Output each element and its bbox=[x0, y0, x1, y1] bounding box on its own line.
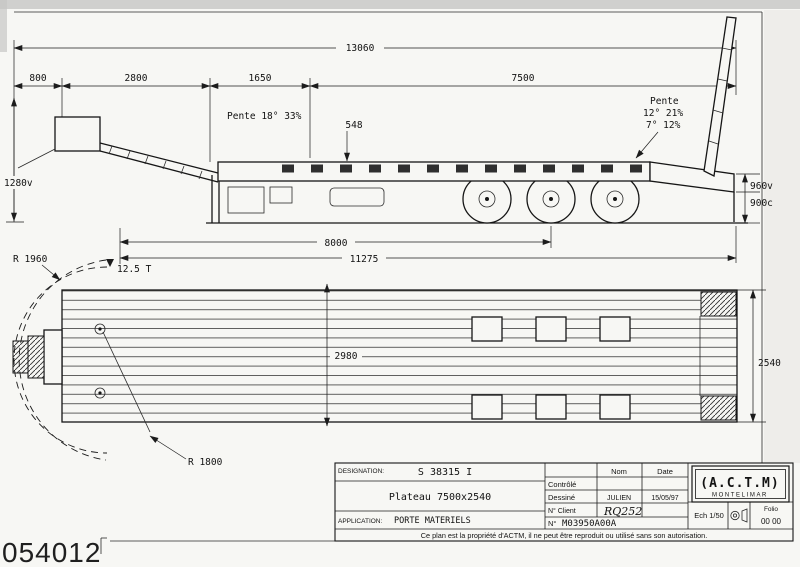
client-number-label: N° Client bbox=[548, 507, 576, 515]
title-block: DESIGNATION: S 38315 I Plateau 7500x2540… bbox=[334, 462, 794, 542]
document-number-value: M03950A00A bbox=[562, 519, 617, 529]
front-coupling bbox=[12, 329, 63, 385]
scan-number: 054012 bbox=[2, 537, 101, 567]
underdeck-equipment bbox=[227, 186, 385, 214]
dimension-total-length: 13060 bbox=[13, 42, 737, 54]
front-slope-label: Pente 18° 33% bbox=[227, 111, 302, 122]
dim-11275-label: 11275 bbox=[350, 254, 379, 265]
trailer-side-profile bbox=[17, 16, 748, 224]
air-tank bbox=[329, 187, 385, 207]
scan-edge-shading bbox=[0, 0, 800, 52]
load-marker-icon bbox=[106, 259, 114, 267]
radius-outer-label: R 1960 bbox=[13, 254, 48, 265]
folio-value: 00 00 bbox=[761, 517, 782, 526]
copyright-notice: Ce plan est la propriété d'ACTM, il ne p… bbox=[421, 531, 708, 540]
folio-label: Folio bbox=[764, 506, 778, 513]
dim-7500-label: 7500 bbox=[512, 73, 535, 84]
logo-name: (A.C.T.M) bbox=[700, 476, 779, 491]
dimension-11275: 11275 bbox=[119, 226, 737, 265]
scale-label: Ech 1/50 bbox=[694, 511, 724, 520]
front-flap bbox=[17, 148, 56, 169]
loading-ramp bbox=[99, 142, 219, 183]
radius-inner-callout: R 1800 bbox=[149, 435, 223, 468]
dim-2980-label: 2980 bbox=[335, 351, 358, 362]
column-header-nom: Nom bbox=[611, 467, 627, 476]
dimension-segments: 800 2800 1650 7500 bbox=[13, 73, 737, 89]
rear-end-details bbox=[699, 291, 737, 421]
application-label: APPLICATION: bbox=[338, 518, 383, 525]
dim-900-label: 900c bbox=[750, 198, 773, 209]
front-block bbox=[54, 116, 101, 152]
landing-leg bbox=[211, 175, 220, 223]
designation-value: S 38315 I bbox=[418, 467, 472, 478]
radius-inner-label: R 1800 bbox=[188, 457, 223, 468]
deck-height-548: 548 bbox=[340, 118, 368, 162]
row-label-controle: Contrôlé bbox=[548, 480, 576, 489]
rear-slope-value-1: 12° 21% bbox=[643, 108, 683, 119]
axle-wheels bbox=[462, 174, 640, 224]
drafter-name: JULIEN bbox=[607, 495, 631, 502]
scan-number-area: 054012 bbox=[2, 537, 107, 567]
dim-total-length-label: 13060 bbox=[346, 43, 375, 54]
company-logo: (A.C.T.M) MONTELIMAR bbox=[691, 465, 790, 503]
row-label-dessine: Dessiné bbox=[548, 493, 575, 502]
dim-548-label: 548 bbox=[345, 120, 362, 131]
dimension-2980: 2980 bbox=[324, 283, 362, 427]
dim-2540-label: 2540 bbox=[758, 358, 781, 369]
side-view: 13060 800 2800 1650 7500 Pente 18° 33% 5… bbox=[1, 16, 773, 275]
beavertail bbox=[649, 161, 735, 193]
rear-slope-annotation: Pente 12° 21% 7° 12% bbox=[635, 96, 683, 159]
product-name: Plateau 7500x2540 bbox=[389, 492, 491, 503]
radius-outer-callout: R 1960 bbox=[13, 254, 61, 281]
plan-view: R 1960 R 1800 2980 bbox=[12, 254, 781, 468]
dim-1650-label: 1650 bbox=[249, 73, 272, 84]
dimension-heights-right: 960v 900c bbox=[736, 173, 773, 224]
dim-800-label: 800 bbox=[29, 73, 46, 84]
drafting-date: 15/05/97 bbox=[651, 495, 678, 502]
client-number-value: RQ252 bbox=[603, 505, 642, 518]
rear-slope-value-2: 7° 12% bbox=[646, 120, 681, 131]
dimension-8000: 8000 bbox=[119, 226, 552, 264]
document-number-label: N° bbox=[548, 519, 556, 528]
wheel-boxes bbox=[471, 316, 631, 420]
raised-rear-ramp bbox=[703, 16, 737, 177]
sheet-frame bbox=[14, 11, 763, 542]
deck-planks bbox=[61, 289, 738, 423]
dim-1280-label: 1280v bbox=[4, 178, 33, 189]
application-value: PORTE MATERIELS bbox=[394, 516, 471, 526]
logo-city: MONTELIMAR bbox=[712, 493, 768, 499]
column-header-date: Date bbox=[657, 467, 673, 476]
dimension-height-left: 1280v bbox=[1, 97, 41, 222]
swing-radius-arcs bbox=[13, 259, 108, 461]
storage-box bbox=[269, 186, 293, 204]
projection-symbol-icon bbox=[730, 508, 748, 523]
load-label: 12.5 T bbox=[117, 264, 152, 275]
pivot-points bbox=[94, 323, 151, 433]
stake-pockets bbox=[282, 164, 642, 173]
toolbox bbox=[227, 186, 265, 214]
designation-label: DESIGNATION: bbox=[338, 468, 384, 475]
dimension-2540: 2540 bbox=[737, 289, 781, 423]
dim-8000-label: 8000 bbox=[325, 238, 348, 249]
rear-slope-title: Pente bbox=[650, 96, 679, 107]
dim-2800-label: 2800 bbox=[125, 73, 148, 84]
dim-960-label: 960v bbox=[750, 181, 773, 192]
kingpin-load: 12.5 T bbox=[106, 259, 152, 275]
